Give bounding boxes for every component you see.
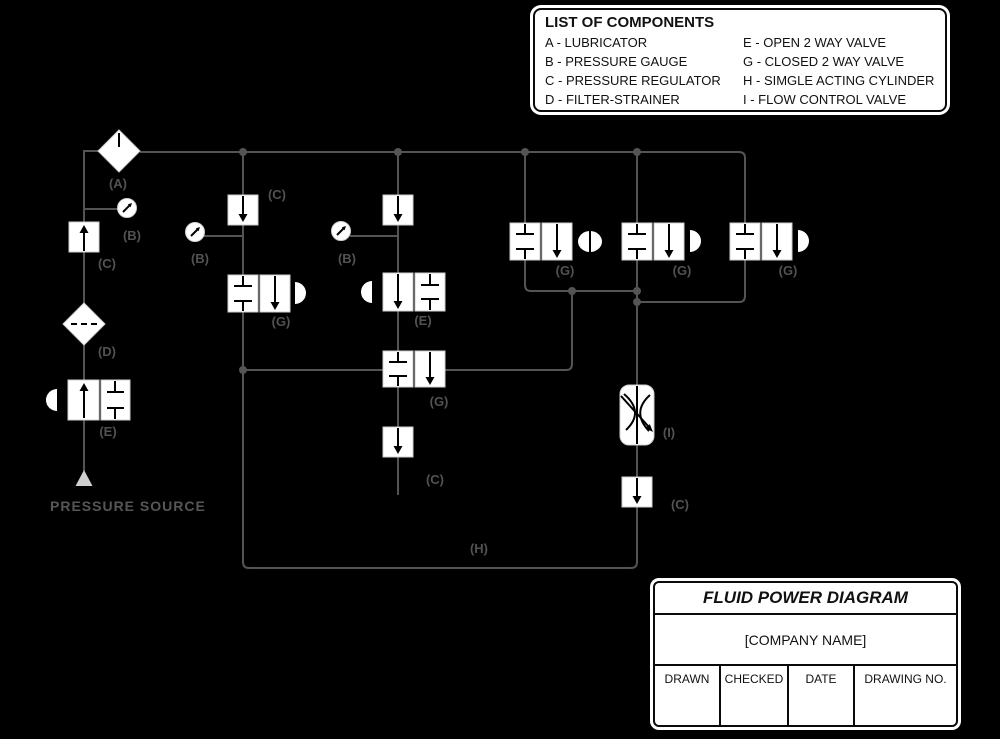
- circuit-wires: [83, 150, 746, 569]
- component-label-c: (C): [671, 497, 689, 512]
- component-label-e: (E): [414, 313, 431, 328]
- left-riser-wire: [83, 150, 98, 222]
- junction-dot: [633, 148, 641, 156]
- component-label-b: (B): [191, 251, 209, 266]
- legend-item-d: D - FILTER-STRAINER: [545, 92, 680, 107]
- component-label-g: (G): [779, 263, 798, 278]
- component-label-a: (A): [109, 176, 127, 191]
- component-label-g: (G): [673, 263, 692, 278]
- lubricator-a-symbol: [97, 129, 141, 173]
- pressure-source-label: PRESSURE SOURCE: [50, 498, 206, 514]
- legend-column-left: A - LUBRICATOR B - PRESSURE GAUGE C - PR…: [545, 33, 743, 109]
- pressure-regulator-c1-symbol: [68, 221, 100, 253]
- legend-item-b: B - PRESSURE GAUGE: [545, 54, 688, 69]
- junction-dot: [568, 287, 576, 295]
- closed-2way-valve-g4-symbol: [621, 222, 701, 261]
- component-label-g: (G): [556, 263, 575, 278]
- component-label-b: (B): [123, 228, 141, 243]
- date-field-cell: DATE: [789, 666, 855, 725]
- junction-dot: [239, 148, 247, 156]
- pressure-regulator-c5-symbol: [621, 476, 653, 508]
- pressure-regulator-c4-symbol: [382, 426, 414, 458]
- title-block-fields: DRAWN CHECKED DATE DRAWING NO.: [655, 666, 956, 725]
- pressure-gauge-b2-symbol: [331, 221, 351, 241]
- pressure-source-symbol: [75, 470, 93, 486]
- open-2way-valve-e1-symbol: [46, 379, 131, 421]
- junction-dot: [521, 148, 529, 156]
- closed-2way-valve-g5-symbol: [729, 222, 809, 261]
- legend-columns: A - LUBRICATOR B - PRESSURE GAUGE C - PR…: [545, 33, 935, 109]
- component-label-h: (H): [470, 541, 488, 556]
- component-label-e: (E): [99, 424, 116, 439]
- junction-dot: [394, 148, 402, 156]
- g5-outlet-wire: [637, 260, 746, 303]
- flow-control-valve-i-symbol: [619, 384, 655, 446]
- component-label-c: (C): [268, 187, 286, 202]
- component-label-i: (I): [663, 425, 675, 440]
- junction-dot: [239, 366, 247, 374]
- title-block-company: [COMPANY NAME]: [655, 615, 956, 666]
- junction-dot: [633, 298, 641, 306]
- pressure-regulator-c2-symbol: [227, 194, 259, 226]
- component-label-g: (G): [430, 394, 449, 409]
- drawing-no-field-cell: DRAWING NO.: [864, 672, 947, 686]
- cylinder-h-circuit-wire: [242, 312, 638, 569]
- title-block-title: FLUID POWER DIAGRAM: [655, 583, 956, 615]
- legend-item-h: H - SIMGLE ACTING CYLINDER: [743, 73, 935, 88]
- pressure-regulator-c3-symbol: [382, 194, 414, 226]
- legend-item-a: A - LUBRICATOR: [545, 35, 648, 50]
- pressure-gauge-b1-symbol: [185, 222, 205, 242]
- legend-title: LIST OF COMPONENTS: [545, 14, 715, 31]
- component-labels: (A) (B) (C) (D) (E) (C) (B) (G) (B) (E) …: [50, 176, 797, 556]
- component-label-c: (C): [98, 256, 116, 271]
- filter-strainer-d-symbol: [62, 302, 106, 346]
- supply-rail-wire: [140, 151, 746, 223]
- component-label-b: (B): [338, 251, 356, 266]
- component-label-d: (D): [98, 344, 116, 359]
- drawn-field-cell: DRAWN: [655, 666, 721, 725]
- legend-column-right: E - OPEN 2 WAY VALVE G - CLOSED 2 WAY VA…: [743, 33, 935, 109]
- closed-2way-valve-g2-symbol: [382, 350, 446, 388]
- title-block: FLUID POWER DIAGRAM [COMPANY NAME] DRAWN…: [653, 581, 958, 727]
- open-2way-valve-e2-symbol: [361, 272, 446, 312]
- junction-dot: [633, 287, 641, 295]
- legend-item-c: C - PRESSURE REGULATOR: [545, 73, 721, 88]
- closed-2way-valve-g3-symbol: [509, 222, 602, 261]
- legend-item-i: I - FLOW CONTROL VALVE: [743, 92, 907, 107]
- component-label-c: (C): [426, 472, 444, 487]
- legend-item-e: E - OPEN 2 WAY VALVE: [743, 35, 887, 50]
- junction-dots: [239, 148, 641, 374]
- pressure-gauge-b0-symbol: [117, 198, 137, 218]
- component-legend: LIST OF COMPONENTS A - LUBRICATOR B - PR…: [533, 8, 947, 112]
- component-label-g: (G): [272, 314, 291, 329]
- legend-item-g: G - CLOSED 2 WAY VALVE: [743, 54, 905, 69]
- closed-2way-valve-g1-symbol: [227, 274, 306, 313]
- g3-outlet-wire: [524, 260, 637, 292]
- checked-field-cell: CHECKED: [721, 666, 789, 725]
- g2-right-branch-wire: [445, 291, 573, 371]
